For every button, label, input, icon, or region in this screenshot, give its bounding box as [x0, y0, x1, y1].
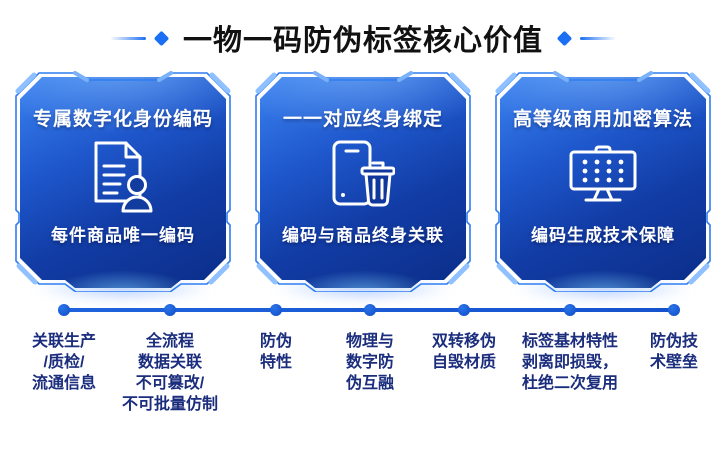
card-caption: 编码与商品终身关联 — [282, 226, 444, 245]
timeline-dot — [458, 304, 470, 316]
timeline-dot — [164, 304, 176, 316]
footnote-label-substrate: 标签基材特性 剥离即损毁， 杜绝二次复用 — [521, 333, 618, 392]
footnote-self-destruct: 双转移伪 自毁材质 — [431, 333, 496, 371]
card-frame — [255, 71, 471, 292]
title-decor-line-right — [580, 36, 616, 40]
card-caption: 编码生成技术保障 — [531, 226, 675, 245]
card-frame — [15, 71, 231, 292]
encryption-board-icon — [569, 131, 637, 221]
footnote-tech-barrier: 防伪技 术壁垒 — [649, 333, 698, 371]
phone-product-icon — [331, 131, 395, 221]
card-unique-code: 专属数字化身份编码 每件商品唯一编码 — [13, 70, 233, 302]
page-title: 一物一码防伪标签核心价值 — [182, 25, 543, 57]
timeline-dot — [58, 304, 70, 316]
card-heading: 高等级商用加密算法 — [512, 109, 693, 130]
timeline-dot — [364, 304, 376, 316]
diamond-icon — [556, 30, 573, 46]
card-encryption: 高等级商用加密算法 编码生成技术保障 — [493, 70, 713, 302]
card-panel: 高等级商用加密算法 编码生成技术保障 — [500, 77, 706, 288]
timeline-dot — [668, 304, 680, 316]
timeline-dot — [564, 304, 576, 316]
card-panel: 专属数字化身份编码 每件商品唯一编码 — [20, 77, 226, 288]
card-heading: 专属数字化身份编码 — [32, 109, 213, 130]
footnote-tamper-proof: 全流程 数据关联 不可篡改/ 不可批量仿制 — [121, 333, 218, 413]
footnote-physical-digital: 物理与 数字防 伪互融 — [345, 333, 394, 392]
card-lifetime-binding: 一一对应终身绑定 编码与商品终身关联 — [253, 70, 473, 302]
document-user-icon — [90, 131, 156, 221]
timeline-dot — [270, 304, 282, 316]
card-heading: 一一对应终身绑定 — [282, 109, 443, 130]
title-decor-line-left — [109, 36, 146, 40]
title-row: 一物一码防伪标签核心价值 — [0, 16, 726, 60]
card-frame — [495, 71, 711, 292]
diamond-icon — [153, 30, 170, 46]
footnote-anticounterfeit: 防伪 特性 — [259, 333, 292, 371]
footnote-production-info: 关联生产 /质检/ 流通信息 — [31, 333, 96, 392]
card-panel: 一一对应终身绑定 编码与商品终身关联 — [260, 77, 466, 288]
card-caption: 每件商品唯一编码 — [51, 226, 195, 245]
